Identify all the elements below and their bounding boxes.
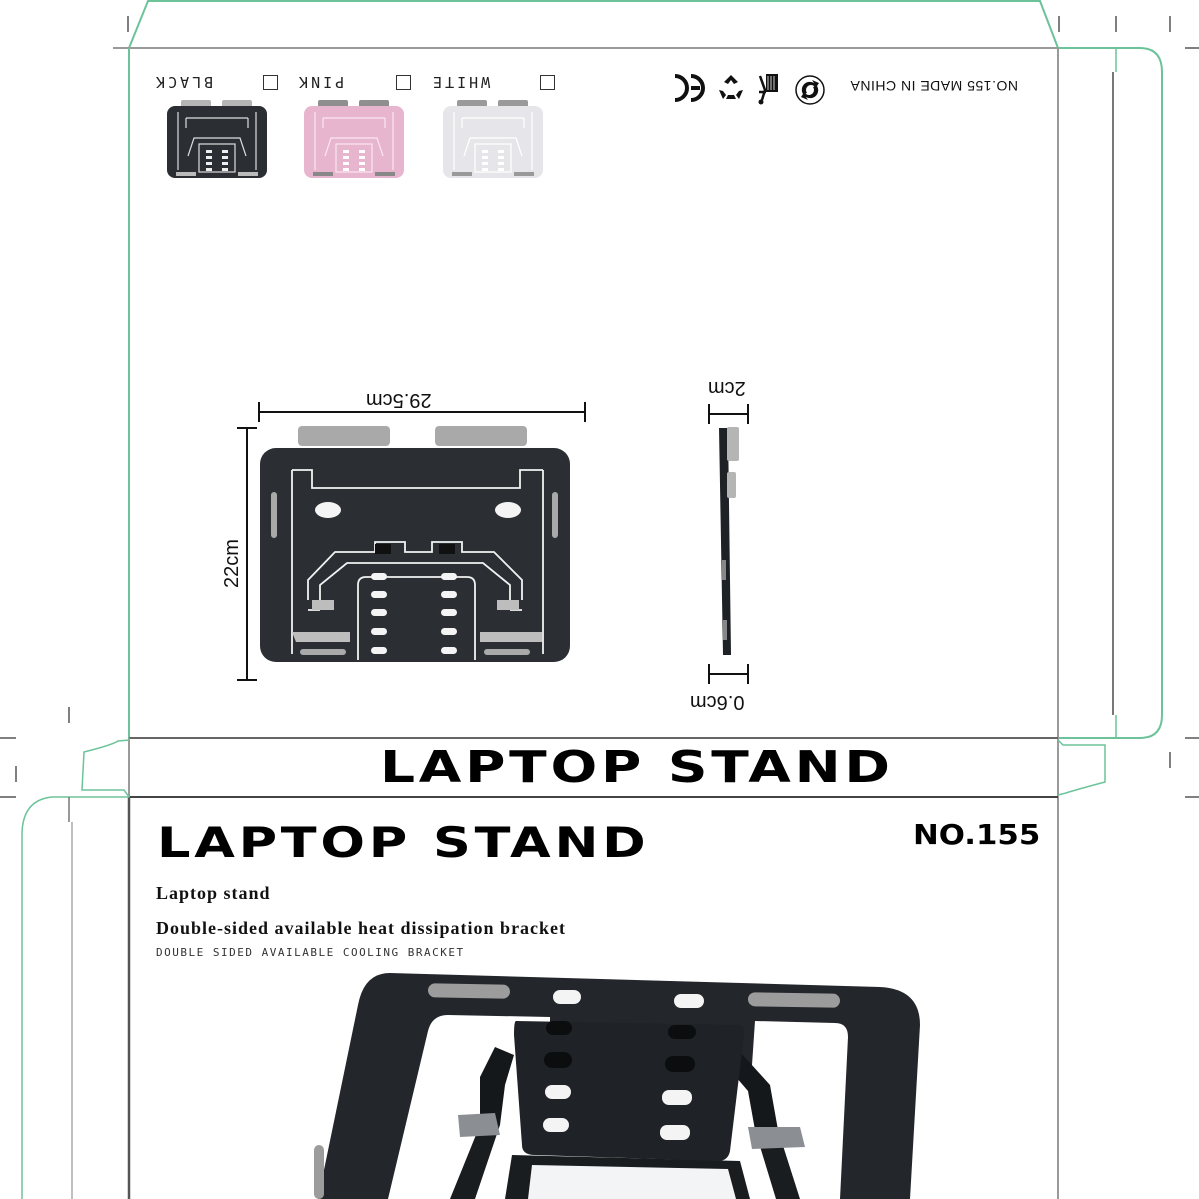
trash-bin-person-icon <box>758 74 778 105</box>
stand-side-view-drawing <box>708 404 749 684</box>
green-dot-icon <box>795 75 825 105</box>
color-checkbox-pink[interactable] <box>396 75 411 90</box>
swatch-white-stand <box>443 100 543 178</box>
laptop-stand-product-image <box>314 973 920 1199</box>
front-title: LAPTOP STAND <box>157 818 650 867</box>
color-label-white: WHITE <box>430 73 491 91</box>
dimension-width-label: 29.5cm <box>366 389 432 411</box>
thickness-bottom-label: 0.6cm <box>690 691 745 713</box>
swatch-pink-stand <box>304 100 404 178</box>
color-label-black: BLACK <box>153 73 214 91</box>
color-checkbox-black[interactable] <box>263 75 278 90</box>
dimension-height-label: 22cm <box>220 539 243 588</box>
color-label-pink: PINK <box>296 73 345 91</box>
recycle-icon <box>719 75 743 99</box>
thickness-top-label: 2cm <box>708 377 746 399</box>
front-description: Double-sided available heat dissipation … <box>156 918 567 938</box>
color-checkbox-white[interactable] <box>540 75 555 90</box>
model-number: NO.155 <box>913 818 1041 851</box>
front-subtitle: Laptop stand <box>156 883 271 903</box>
side-panel-title: LAPTOP STAND <box>380 742 894 793</box>
swatch-black-stand <box>167 100 267 178</box>
stand-top-view-drawing <box>237 402 586 681</box>
made-in-label: NO.155 MADE IN CHINA <box>850 78 1018 94</box>
ce-mark-icon <box>674 74 705 102</box>
front-tagline: DOUBLE SIDED AVAILABLE COOLING BRACKET <box>156 946 465 959</box>
